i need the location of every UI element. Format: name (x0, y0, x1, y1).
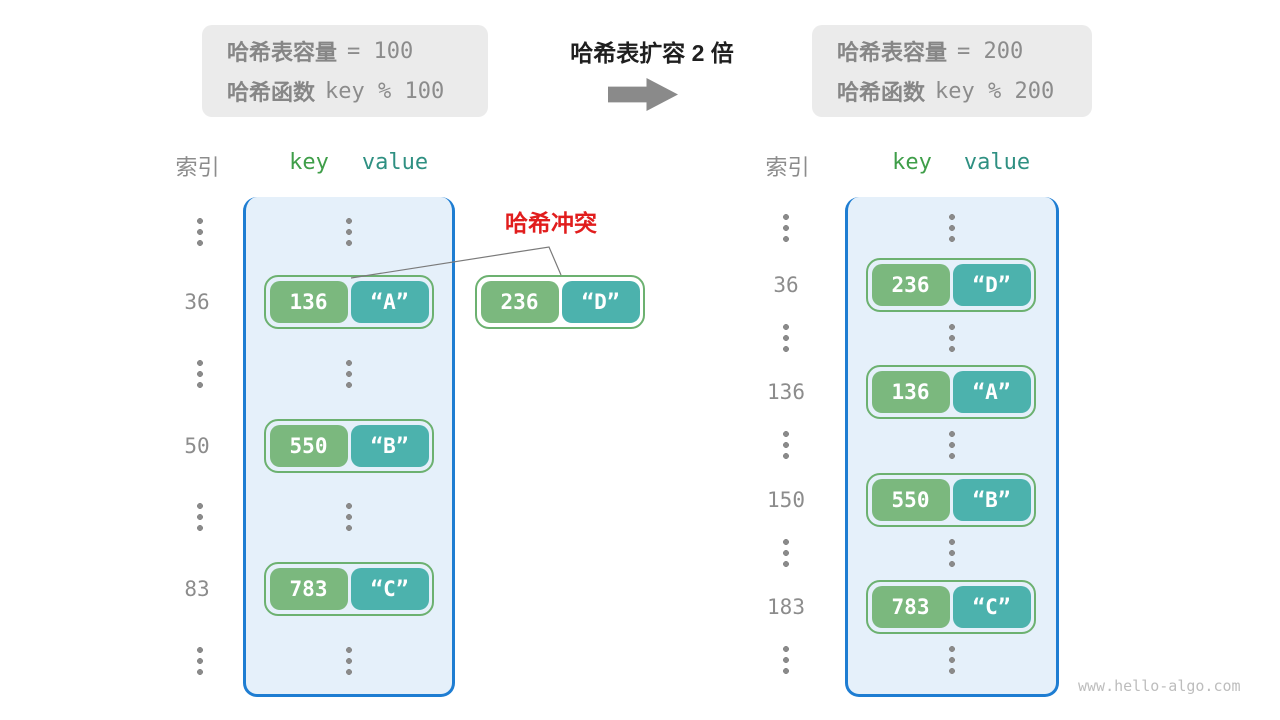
collision-label: 哈希冲突 (505, 210, 597, 236)
index-label: 83 (184, 577, 210, 601)
value-box: “A” (952, 371, 1031, 413)
right-key-header: key (892, 150, 932, 175)
value-box: “B” (952, 479, 1031, 521)
key-box: 236 (871, 264, 950, 306)
value-box: “C” (350, 568, 429, 610)
kv-pair: 136 “A” (866, 365, 1036, 419)
index-label: 136 (767, 380, 805, 404)
kv-pair: 236 “D” (866, 258, 1036, 312)
collision-kv-pair: 236 “D” (475, 275, 645, 329)
ellipsis-icon (782, 429, 790, 462)
index-label: 150 (767, 488, 805, 512)
ellipsis-icon (948, 429, 956, 462)
expand-title: 哈希表扩容 2 倍 (570, 40, 734, 66)
key-box: 136 (871, 371, 950, 413)
left-value-header: value (361, 150, 429, 175)
kv-pair: 783 “C” (866, 580, 1036, 634)
ellipsis-icon (782, 644, 790, 677)
left-index-header: 索引 (175, 155, 220, 180)
right-value-header: value (963, 150, 1031, 175)
hash-fn-value: key % 200 (935, 78, 1055, 104)
left-capacity-caption: 哈希表容量 = 100 哈希函数 key % 100 (202, 25, 488, 117)
ellipsis-icon (196, 358, 204, 391)
caption-line: 哈希函数 key % 200 (837, 75, 1092, 107)
key-box: 136 (269, 281, 348, 323)
kv-pair: 783 “C” (264, 562, 434, 616)
ellipsis-icon (782, 212, 790, 245)
caption-line: 哈希函数 key % 100 (227, 75, 488, 107)
hash-fn-label: 哈希函数 (227, 80, 316, 105)
ellipsis-icon (345, 216, 353, 249)
capacity-label: 哈希表容量 (837, 40, 948, 65)
ellipsis-icon (345, 358, 353, 391)
caption-line: 哈希表容量 = 200 (837, 35, 1092, 67)
ellipsis-icon (782, 322, 790, 355)
kv-pair: 550 “B” (264, 419, 434, 473)
right-capacity-caption: 哈希表容量 = 200 哈希函数 key % 200 (812, 25, 1092, 117)
left-key-header: key (289, 150, 329, 175)
value-box: “A” (350, 281, 429, 323)
ellipsis-icon (948, 322, 956, 355)
caption-line: 哈希表容量 = 100 (227, 35, 488, 67)
right-index-header: 索引 (765, 155, 810, 180)
capacity-value: = 100 (347, 38, 414, 64)
value-box: “D” (561, 281, 640, 323)
hash-fn-value: key % 100 (325, 78, 445, 104)
index-label: 36 (773, 273, 799, 297)
ellipsis-icon (948, 537, 956, 570)
ellipsis-icon (948, 644, 956, 677)
value-box: “C” (952, 586, 1031, 628)
key-box: 783 (269, 568, 348, 610)
kv-pair: 550 “B” (866, 473, 1036, 527)
value-box: “D” (952, 264, 1031, 306)
key-box: 783 (871, 586, 950, 628)
ellipsis-icon (196, 645, 204, 678)
ellipsis-icon (196, 216, 204, 249)
ellipsis-icon (345, 645, 353, 678)
index-label: 36 (184, 290, 210, 314)
watermark: www.hello-algo.com (1078, 677, 1241, 695)
capacity-label: 哈希表容量 (227, 40, 338, 65)
index-label: 50 (184, 434, 210, 458)
ellipsis-icon (345, 501, 353, 534)
ellipsis-icon (948, 212, 956, 245)
kv-pair: 136 “A” (264, 275, 434, 329)
key-box: 550 (269, 425, 348, 467)
ellipsis-icon (196, 501, 204, 534)
hash-fn-label: 哈希函数 (837, 80, 926, 105)
ellipsis-icon (782, 537, 790, 570)
key-box: 236 (480, 281, 559, 323)
value-box: “B” (350, 425, 429, 467)
key-box: 550 (871, 479, 950, 521)
index-label: 183 (767, 595, 805, 619)
capacity-value: = 200 (957, 38, 1024, 64)
right-arrow-icon (608, 78, 678, 111)
